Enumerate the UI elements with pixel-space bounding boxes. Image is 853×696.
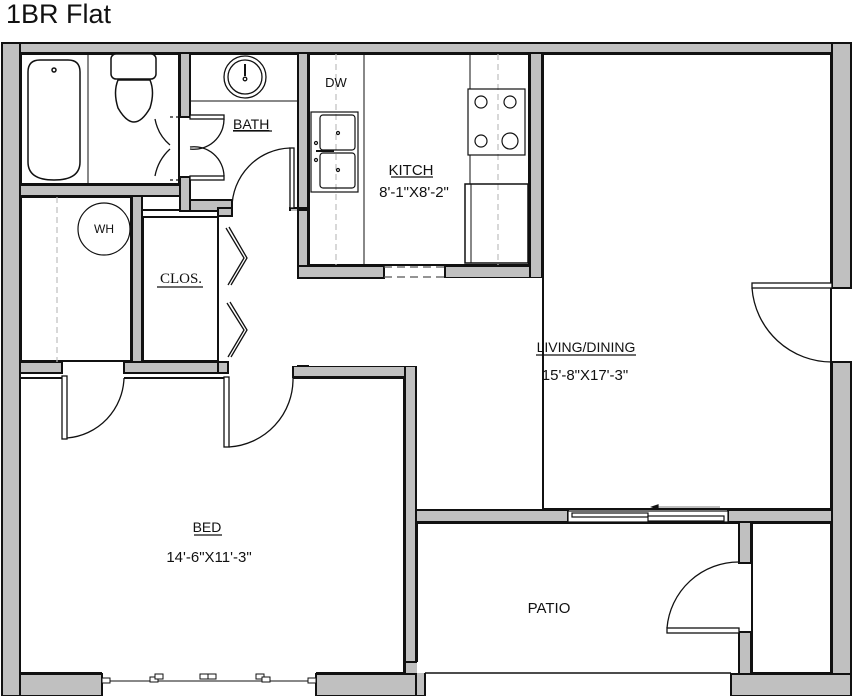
room-label-bath: BATH [233,116,269,132]
kitchen-counter-lines [363,54,471,265]
bedroom-window [101,673,317,684]
room-label-kitchen: KITCH [389,162,434,179]
bedroom-door [223,376,294,448]
plan-title: 1BR Flat [6,0,112,29]
bath-double-door [154,114,225,181]
room-label-closet: CLOS. [160,271,202,287]
bath-sink [223,55,267,99]
walls [1,42,852,696]
kitchen-sink [310,111,359,193]
toilet [110,53,157,123]
room-label-patio: PATIO [528,600,571,617]
living-dimensions: 15'-8"X17'-3" [542,367,628,384]
room-label-living: LIVING/DINING [537,339,636,355]
stove [467,88,526,156]
bed-dimensions: 14'-6"X11'-3" [166,549,251,566]
entry-door [751,282,833,363]
water-heater [77,202,131,256]
refrigerator [464,183,529,264]
dishwasher-label: DW [325,75,347,90]
kitchen-dimensions: 8'-1"X8'-2" [379,184,449,201]
room-label-bed: BED [193,519,222,535]
room-outlines [20,53,832,674]
utility-door [61,375,125,440]
bath-entry-door [231,147,295,209]
water-heater-label: WH [94,222,114,236]
closet-bifold-doors [225,226,248,358]
bathtub [27,54,89,184]
storage-door [666,561,740,634]
sliding-patio-door [567,504,729,523]
kitchen-opening [384,266,445,278]
